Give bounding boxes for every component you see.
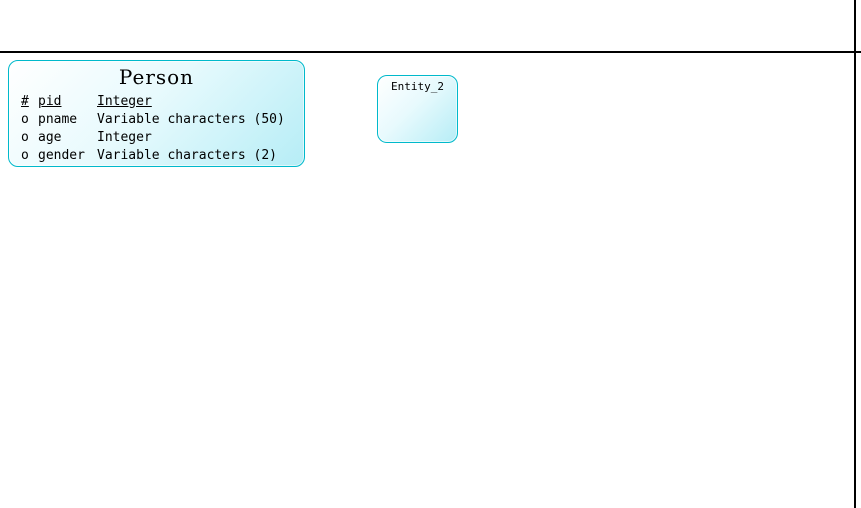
page-boundary-vertical-line xyxy=(854,0,856,508)
entity-entity2-title: Entity_2 xyxy=(391,80,444,93)
attribute-indicator: # xyxy=(21,94,29,109)
attribute-type: Integer xyxy=(97,94,152,109)
attribute-type: Variable characters (2) xyxy=(97,148,278,163)
entity-person-title: Person xyxy=(118,65,195,89)
attribute-row-age: o age Integer xyxy=(21,129,304,147)
attribute-type: Integer xyxy=(97,130,152,145)
attribute-type: Variable characters (50) xyxy=(97,112,285,127)
entity-symbol-entity2[interactable]: Entity_2 xyxy=(377,75,458,143)
attribute-name: pname xyxy=(38,112,78,127)
attribute-indicator: o xyxy=(21,112,29,127)
attribute-name: gender xyxy=(38,148,85,163)
attribute-indicator: o xyxy=(21,148,29,163)
attribute-row-pid: # pid Integer xyxy=(21,93,304,111)
attribute-indicator: o xyxy=(21,130,29,145)
attribute-name: age xyxy=(38,130,62,145)
entity-person-attribute-list: # pid Integer o pname Variable character… xyxy=(9,93,304,165)
attribute-name: pid xyxy=(38,94,62,109)
entity-symbol-person[interactable]: Person # pid Integer o pname Variable ch… xyxy=(8,60,305,167)
attribute-row-pname: o pname Variable characters (50) xyxy=(21,111,304,129)
attribute-row-gender: o gender Variable characters (2) xyxy=(21,147,304,165)
page-boundary-horizontal-line xyxy=(0,51,861,53)
